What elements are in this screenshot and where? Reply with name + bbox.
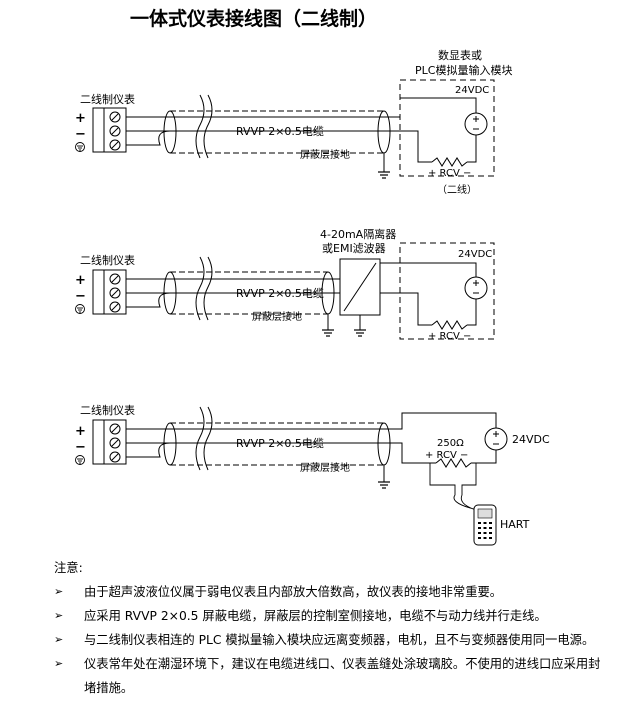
- diagram-1: 二线制仪表 + − RVVP 2×0.5电缆 屏蔽层接地 数显表或 PLC模拟量…: [75, 48, 512, 196]
- earth-icon: [75, 455, 85, 465]
- cable-break: [195, 406, 213, 471]
- resistor-icon: [431, 157, 468, 167]
- note-item: ➢ 与二线制仪表相连的 PLC 模拟量输入模块应远离变频器，电机，且不与变频器使…: [54, 628, 604, 652]
- diagram-2: 二线制仪表 + − RVVP 2×0.5电缆 屏蔽层接地 4-20mA隔离器 或…: [75, 227, 495, 342]
- note-item: ➢ 由于超声波液位仪属于弱电仪表且内部放大倍数高，故仪表的接地非常重要。: [54, 580, 604, 604]
- cable-label: RVVP 2×0.5电缆: [236, 125, 324, 138]
- terminal-screw-icon: [109, 451, 121, 463]
- cable-label: RVVP 2×0.5电缆: [236, 287, 324, 300]
- diagram-3: 二线制仪表 + − RVVP 2×0.5电缆 屏蔽层接地 24VDC 250Ω …: [75, 403, 550, 546]
- ground-icon: [321, 321, 335, 337]
- note-item: ➢ 仪表常年处在潮湿环境下，建议在电缆进线口、仪表盖缝处涂玻璃胶。不使用的进线口…: [54, 652, 604, 700]
- note-text: 应采用 RVVP 2×0.5 屏蔽电缆，屏蔽层的控制室侧接地，电缆不与动力线并行…: [84, 609, 547, 623]
- terminal-screw-icon: [109, 273, 121, 285]
- supply-label: 24VDC: [512, 433, 550, 446]
- shield-ground-label: 屏蔽层接地: [300, 148, 350, 161]
- note-text: 由于超声波液位仪属于弱电仪表且内部放大倍数高，故仪表的接地非常重要。: [84, 585, 503, 599]
- dc-source-icon: [484, 427, 508, 451]
- device-label: 二线制仪表: [80, 403, 135, 417]
- terminal-block: [92, 107, 105, 153]
- dc-source-icon: [464, 112, 488, 136]
- earth-icon: [75, 142, 85, 152]
- plus-sign: +: [75, 424, 86, 439]
- arrow-bullet-icon: ➢: [54, 609, 64, 622]
- terminal-screw-icon: [109, 139, 121, 151]
- ground-icon: [353, 321, 367, 337]
- terminal-screw-icon: [109, 125, 121, 137]
- arrow-bullet-icon: ➢: [54, 633, 64, 646]
- ground-icon: [377, 163, 391, 179]
- two-wire-note: （二线）: [437, 183, 477, 196]
- device-label: 二线制仪表: [80, 253, 135, 267]
- isolator-label: 4-20mA隔离器: [320, 227, 396, 241]
- ground-icon: [377, 473, 391, 489]
- module-label: 数显表或: [438, 48, 482, 62]
- minus-sign: −: [75, 127, 86, 142]
- hart-label: HART: [500, 518, 530, 531]
- terminal-screw-icon: [109, 437, 121, 449]
- hart-lead: [429, 463, 486, 513]
- terminal-screw-icon: [109, 423, 121, 435]
- cable-break: [195, 256, 213, 321]
- terminal-block: [92, 269, 105, 315]
- rcv-label: + RCV −: [428, 331, 471, 342]
- supply-label: 24VDC: [458, 249, 492, 260]
- rcv-label: + RCV −: [428, 168, 471, 179]
- terminal-screw-icon: [109, 111, 121, 123]
- note-item: ➢ 应采用 RVVP 2×0.5 屏蔽电缆，屏蔽层的控制室侧接地，电缆不与动力线…: [54, 604, 604, 628]
- earth-icon: [75, 304, 85, 314]
- notes-section: 注意: ➢ 由于超声波液位仪属于弱电仪表且内部放大倍数高，故仪表的接地非常重要。…: [54, 556, 604, 700]
- hart-communicator-icon: [473, 504, 497, 546]
- cable-label: RVVP 2×0.5电缆: [236, 437, 324, 450]
- page-title: 一体式仪表接线图（二线制）: [130, 7, 377, 30]
- wiring-diagram: 一体式仪表接线图（二线制） 二线制仪表 + − RVVP 2×0.5电缆 屏蔽层…: [75, 7, 550, 546]
- device-label: 二线制仪表: [80, 92, 135, 106]
- resistor-icon: [431, 320, 468, 330]
- module-box: [399, 79, 495, 177]
- notes-heading: 注意:: [54, 561, 83, 575]
- plus-sign: +: [75, 273, 86, 288]
- arrow-bullet-icon: ➢: [54, 585, 64, 598]
- minus-sign: −: [75, 440, 86, 455]
- rcv-label: + RCV −: [425, 450, 468, 461]
- module-label: PLC模拟量输入模块: [415, 63, 512, 77]
- terminal-screw-icon: [109, 287, 121, 299]
- minus-sign: −: [75, 289, 86, 304]
- arrow-bullet-icon: ➢: [54, 657, 64, 670]
- supply-label: 24VDC: [455, 85, 489, 96]
- dc-source-icon: [464, 276, 488, 300]
- shield-ground-label: 屏蔽层接地: [252, 310, 302, 323]
- note-text: 仪表常年处在潮湿环境下，建议在电缆进线口、仪表盖缝处涂玻璃胶。不使用的进线口应采…: [84, 657, 601, 695]
- module-box: [399, 242, 495, 340]
- resistor-value: 250Ω: [437, 438, 464, 449]
- shield-ground-label: 屏蔽层接地: [300, 461, 350, 474]
- note-text: 与二线制仪表相连的 PLC 模拟量输入模块应远离变频器，电机，且不与变频器使用同…: [84, 633, 595, 647]
- terminal-block: [92, 419, 105, 465]
- cable-shield: [170, 271, 328, 315]
- cable-break: [195, 94, 213, 159]
- terminal-screw-icon: [109, 301, 121, 313]
- isolator-label: 或EMI滤波器: [322, 242, 386, 255]
- plus-sign: +: [75, 111, 86, 126]
